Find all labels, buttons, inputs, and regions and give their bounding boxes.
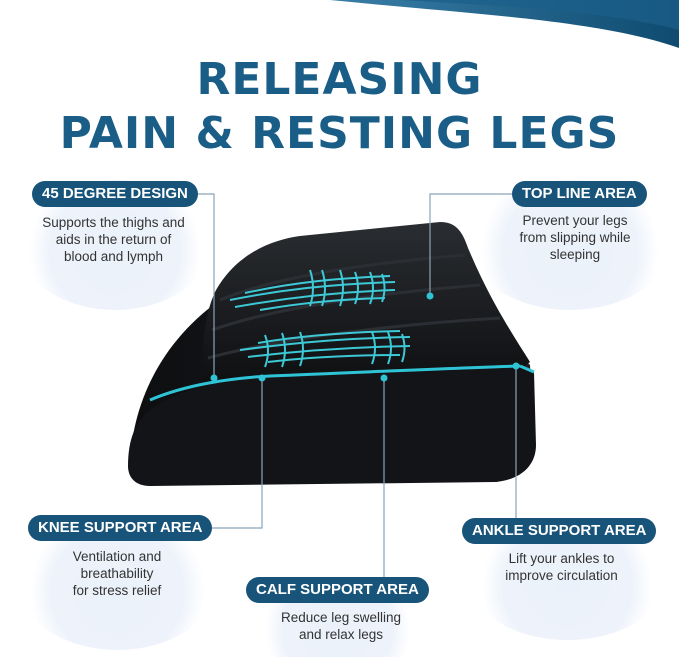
desc-line: Lift your ankles to (508, 551, 615, 566)
desc-line: Ventilation and (72, 549, 162, 564)
desc-knee-support-area: Ventilation and breathability for stress… (32, 548, 202, 599)
desc-line: improve circulation (505, 568, 618, 583)
desc-line: from slipping while (519, 230, 631, 245)
desc-line: Supports the thighs and (42, 215, 185, 230)
desc-line: sleeping (549, 247, 601, 262)
desc-line: aids in the return of (55, 232, 172, 247)
label-top-line-area: TOP LINE AREA (512, 181, 647, 207)
desc-calf-support-area: Reduce leg swelling and relax legs (256, 609, 426, 643)
halo-knee (20, 520, 215, 650)
desc-ankle-support-area: Lift your ankles to improve circulation (474, 550, 649, 584)
desc-45-degree-design: Supports the thighs and aids in the retu… (26, 214, 201, 265)
desc-top-line-area: Prevent your legs from slipping while sl… (495, 212, 655, 263)
desc-line: for stress relief (72, 583, 162, 598)
label-knee-support-area: KNEE SUPPORT AREA (28, 515, 213, 541)
label-ankle-support-area: ANKLE SUPPORT AREA (462, 518, 657, 544)
label-45-degree-design: 45 DEGREE DESIGN (32, 181, 198, 207)
wave-banner-icon (330, 0, 679, 48)
desc-line: Prevent your legs (522, 213, 628, 228)
headline-line-1: RELEASING (196, 54, 483, 105)
desc-line: blood and lymph (63, 249, 164, 264)
desc-line: and relax legs (298, 627, 384, 642)
desc-line: breathability (80, 566, 154, 581)
desc-line: Reduce leg swelling (280, 610, 402, 625)
label-calf-support-area: CALF SUPPORT AREA (246, 577, 429, 603)
headline-line-2: PAIN & RESTING LEGS (59, 108, 620, 159)
